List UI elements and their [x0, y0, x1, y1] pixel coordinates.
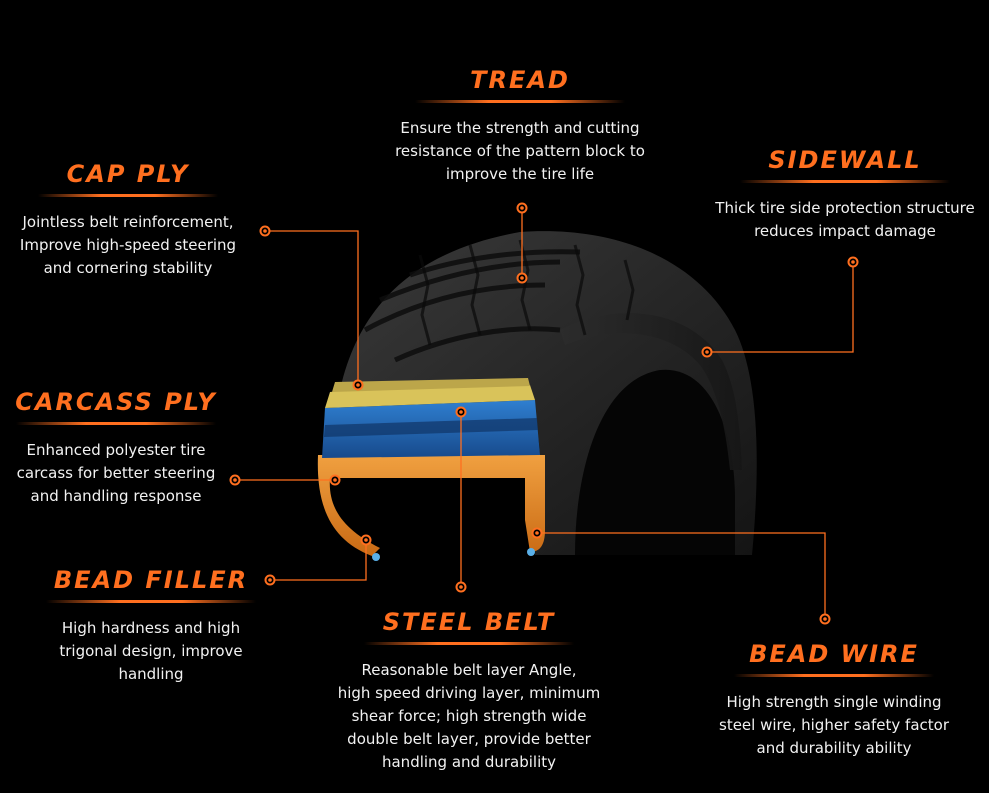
sidewall-rule [740, 180, 950, 183]
bead-wire-title: BEAD WIRE [749, 640, 919, 668]
steel-belt-stripe [324, 418, 538, 437]
carcass-ply-desc: Enhanced polyester tire carcass for bett… [16, 441, 216, 505]
leader-bead-wire [537, 532, 826, 619]
bead-filler-rule [46, 600, 256, 603]
steel-belt-desc: Reasonable belt layer Angle, high speed … [337, 661, 601, 771]
sidewall-title: SIDEWALL [768, 146, 922, 174]
cap-ply-title: CAP PLY [66, 160, 190, 188]
carcass-ply-rule [16, 422, 216, 425]
callout-carcass-ply: CARCASS PLY Enhanced polyester tire carc… [0, 388, 232, 508]
tread-rule [415, 100, 625, 103]
callout-steel-belt: STEEL BELT Reasonable belt layer Angle, … [316, 608, 622, 774]
leader-sidewall [707, 262, 854, 353]
bead-wire-left [372, 553, 380, 561]
leader-cap-ply [265, 230, 359, 385]
callout-sidewall: SIDEWALL Thick tire side protection stru… [700, 146, 989, 243]
bead-filler-title: BEAD FILLER [53, 566, 249, 594]
sidewall-desc: Thick tire side protection structure red… [715, 199, 975, 240]
cap-ply-desc: Jointless belt reinforcement, Improve hi… [19, 213, 237, 277]
callout-bead-wire: BEAD WIRE High strength single winding s… [700, 640, 968, 760]
tire-inner-opening [575, 369, 735, 555]
carcass-wrap [317, 455, 545, 556]
bead-filler-desc: High hardness and high trigonal design, … [59, 619, 243, 683]
callout-tread: TREAD Ensure the strength and cutting re… [370, 66, 670, 186]
callout-cap-ply: CAP PLY Jointless belt reinforcement, Im… [0, 160, 256, 280]
steel-belt-title: STEEL BELT [382, 608, 556, 636]
tread-title: TREAD [470, 66, 570, 94]
sidewall-band [560, 313, 742, 470]
bead-wire-right [527, 548, 535, 556]
callout-bead-filler: BEAD FILLER High hardness and high trigo… [38, 566, 264, 686]
bead-wire-desc: High strength single winding steel wire,… [719, 693, 949, 757]
bead-wire-rule [734, 674, 934, 677]
leader-bead-filler [270, 540, 367, 581]
steel-belt-rule [364, 642, 574, 645]
cap-ply-rule [38, 194, 218, 197]
cap-ply-top [332, 378, 530, 392]
carcass-ply-title: CARCASS PLY [15, 388, 217, 416]
tread-desc: Ensure the strength and cutting resistan… [395, 119, 645, 183]
